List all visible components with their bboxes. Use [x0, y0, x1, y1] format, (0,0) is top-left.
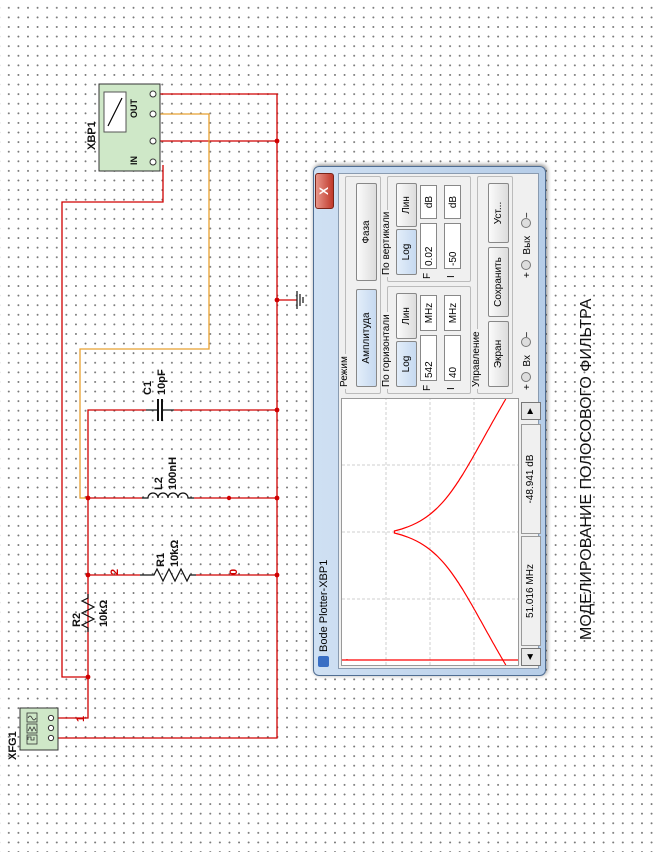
l2-ref: L2 — [153, 477, 165, 490]
bode-window-frame: Bode Plotter-XBP1 X ◄ 51.016 MHz -48.941 — [313, 166, 546, 676]
input-terminals: + Вх − — [521, 332, 533, 390]
vertical-f-input[interactable]: 0.02 — [420, 223, 437, 269]
controls-legend: Управление — [471, 329, 482, 389]
out-label: Вых — [522, 235, 533, 255]
window-client-area: ◄ 51.016 MHz -48.941 dB ► Режим Амплитуд… — [338, 173, 541, 669]
mode-group: Режим Амплитуда Фаза — [339, 176, 381, 394]
readout-row: ◄ 51.016 MHz -48.941 dB ► — [521, 400, 541, 666]
c1-ref: C1 — [142, 381, 154, 395]
out-minus-label: − — [522, 212, 533, 219]
in-label: Вх — [522, 355, 533, 367]
r1-ref: R1 — [155, 553, 167, 567]
out-minus-terminal-icon[interactable] — [521, 218, 531, 229]
horizontal-lin-button[interactable]: Лин — [396, 293, 417, 339]
function-generator-instrument[interactable]: XFG1 — [7, 707, 59, 760]
window-title: Bode Plotter-XBP1 — [318, 560, 330, 667]
close-button[interactable]: X — [315, 173, 334, 209]
resistor-r2[interactable]: R2 10kΩ — [71, 594, 110, 632]
bode-plot-graph — [342, 399, 518, 665]
reverse-button[interactable]: Экран — [488, 321, 509, 387]
cursor-left-button[interactable]: ◄ — [521, 648, 541, 666]
plot-grid — [342, 399, 518, 665]
window-title-text: Bode Plotter-XBP1 — [318, 559, 330, 652]
vertical-f-label: F — [422, 272, 433, 279]
vertical-group: По вертикали Log Лин F 0.02 dB I -50 dB — [381, 176, 471, 282]
in-plus-label: + — [522, 384, 533, 390]
caption-container: МОДЕЛИРОВАНИЕ ПОЛОСОВОГО ФИЛЬТРА — [572, 210, 602, 640]
horizontal-f-label: F — [422, 384, 433, 391]
r2-ref: R2 — [71, 613, 83, 627]
xfg1-name: XFG1 — [7, 731, 19, 760]
xbp1-in-label: IN — [129, 156, 139, 165]
horizontal-i-input[interactable]: 40 — [444, 335, 461, 381]
readout-frequency: 51.016 MHz — [521, 536, 541, 646]
capacitor-c1[interactable]: C1 10pF — [142, 369, 174, 421]
node-label-0: 0 — [228, 569, 240, 575]
cursor-right-button[interactable]: ► — [521, 402, 541, 420]
horizontal-legend: По горизонтали — [381, 312, 392, 389]
mode-legend: Режим — [339, 354, 350, 389]
vertical-log-button[interactable]: Log — [396, 229, 417, 275]
horizontal-log-button[interactable]: Log — [396, 341, 417, 387]
vertical-legend: По вертикали — [381, 209, 392, 277]
magnitude-curve — [393, 399, 507, 665]
r2-value: 10kΩ — [98, 600, 110, 627]
vertical-lin-button[interactable]: Лин — [396, 183, 417, 227]
controls-group: Управление Экран Сохранить Уст... — [471, 176, 513, 394]
caption-text: МОДЕЛИРОВАНИЕ ПОЛОСОВОГО ФИЛЬТРА — [578, 298, 595, 640]
set-button[interactable]: Уст... — [488, 183, 509, 243]
l2-value: 100nH — [167, 457, 179, 490]
phase-button[interactable]: Фаза — [356, 183, 377, 281]
save-button[interactable]: Сохранить — [488, 247, 509, 317]
ground-icon — [296, 291, 304, 309]
bode-plot-area[interactable] — [341, 398, 519, 666]
horizontal-i-label: I — [446, 387, 457, 390]
horizontal-group: По горизонтали Log Лин F 542 MHz I 40 MH… — [381, 286, 471, 394]
resistor-r1[interactable]: R1 10kΩ — [140, 540, 196, 583]
in-minus-label: − — [522, 331, 533, 338]
in-minus-terminal-icon[interactable] — [521, 337, 531, 348]
vertical-f-unit[interactable]: dB — [420, 185, 437, 219]
readout-gain: -48.941 dB — [521, 424, 541, 534]
node-label-2: 2 — [109, 569, 121, 575]
wire-network-red — [58, 93, 297, 739]
horizontal-f-input[interactable]: 542 — [420, 335, 437, 381]
bode-app-icon — [318, 656, 329, 667]
in-plus-terminal-icon[interactable] — [521, 372, 531, 383]
vertical-i-input[interactable]: -50 — [444, 223, 461, 269]
r1-value: 10kΩ — [169, 540, 181, 567]
out-plus-terminal-icon[interactable] — [521, 260, 531, 271]
node-label-1: 1 — [75, 716, 87, 722]
inductor-l2[interactable]: L2 100nH — [142, 457, 194, 499]
vertical-i-label: I — [446, 275, 457, 278]
wire-orange — [79, 113, 210, 499]
xbp1-out-label: OUT — [129, 99, 139, 119]
junction-dots — [85, 138, 280, 680]
output-terminals: + Вых − — [521, 212, 533, 278]
bode-plotter-instrument[interactable]: XBP1 IN OUT — [86, 83, 161, 172]
out-plus-label: + — [522, 272, 533, 278]
horizontal-f-unit[interactable]: MHz — [420, 295, 437, 331]
xbp1-name: XBP1 — [86, 121, 98, 150]
bode-plotter-window: Bode Plotter-XBP1 X ◄ 51.016 MHz -48.941 — [313, 166, 546, 676]
magnitude-button[interactable]: Амплитуда — [356, 289, 377, 387]
vertical-i-unit[interactable]: dB — [444, 185, 461, 219]
c1-value: 10pF — [156, 369, 168, 395]
horizontal-i-unit[interactable]: MHz — [444, 295, 461, 331]
